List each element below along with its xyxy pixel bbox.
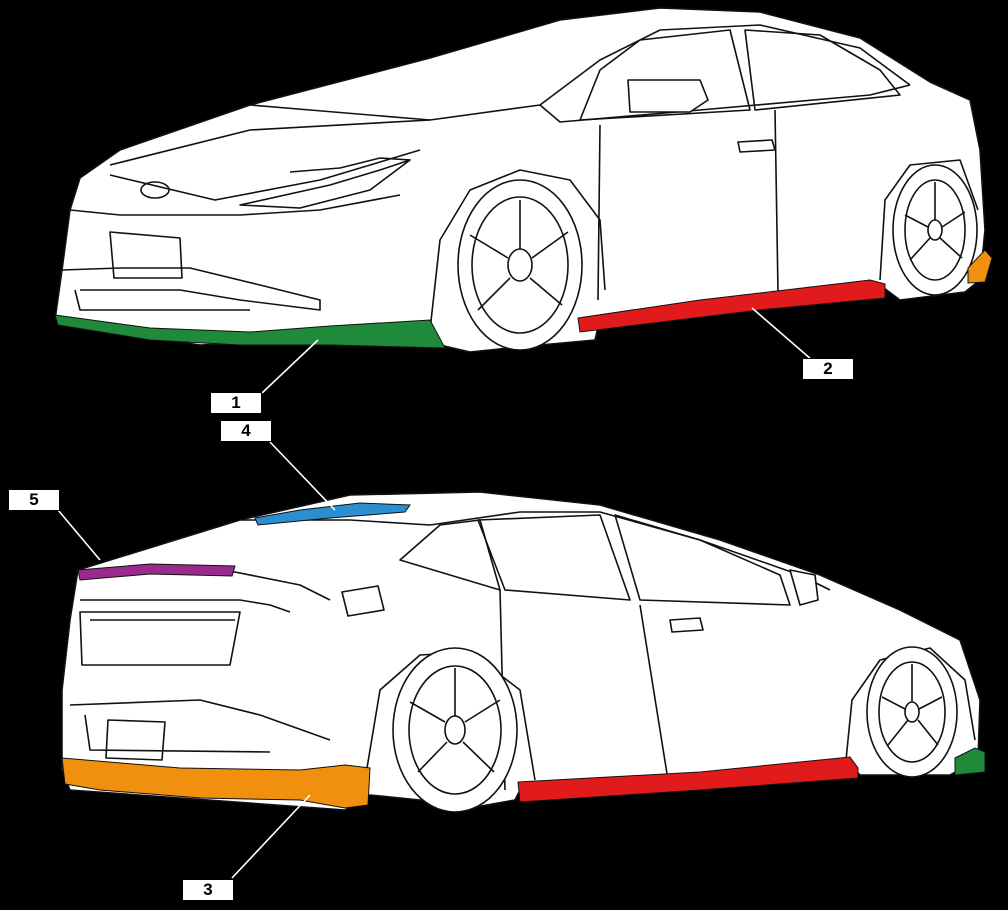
rear-wheel-bottom (392, 647, 518, 813)
callout-label-5: 5 (8, 489, 60, 511)
leader-line-3 (231, 794, 311, 879)
front-view-car (54, 7, 986, 353)
rear-diffuser (61, 757, 371, 809)
front-lip-spoiler (54, 314, 446, 349)
leader-line-2 (751, 307, 813, 361)
callout-label-1: 1 (210, 392, 262, 414)
trunk-spoiler (77, 563, 236, 581)
front-lip-rear-view (954, 747, 986, 776)
rear-view-car (61, 491, 981, 813)
leader-lines (57, 307, 813, 879)
rear-wheel (892, 164, 978, 296)
front-wheel-bottom (866, 646, 958, 778)
side-skirt-front-view (577, 279, 886, 333)
side-skirt-rear-view (517, 756, 859, 803)
leader-line-5 (57, 509, 101, 561)
leader-line-4 (269, 441, 336, 511)
front-wheel (457, 179, 583, 351)
callout-label-4: 4 (220, 420, 272, 442)
roof-spoiler (254, 502, 411, 526)
callout-label-2: 2 (802, 358, 854, 380)
callout-label-3: 3 (182, 879, 234, 901)
leader-line-1 (261, 339, 319, 394)
rear-corner-part-front-view (967, 249, 993, 284)
